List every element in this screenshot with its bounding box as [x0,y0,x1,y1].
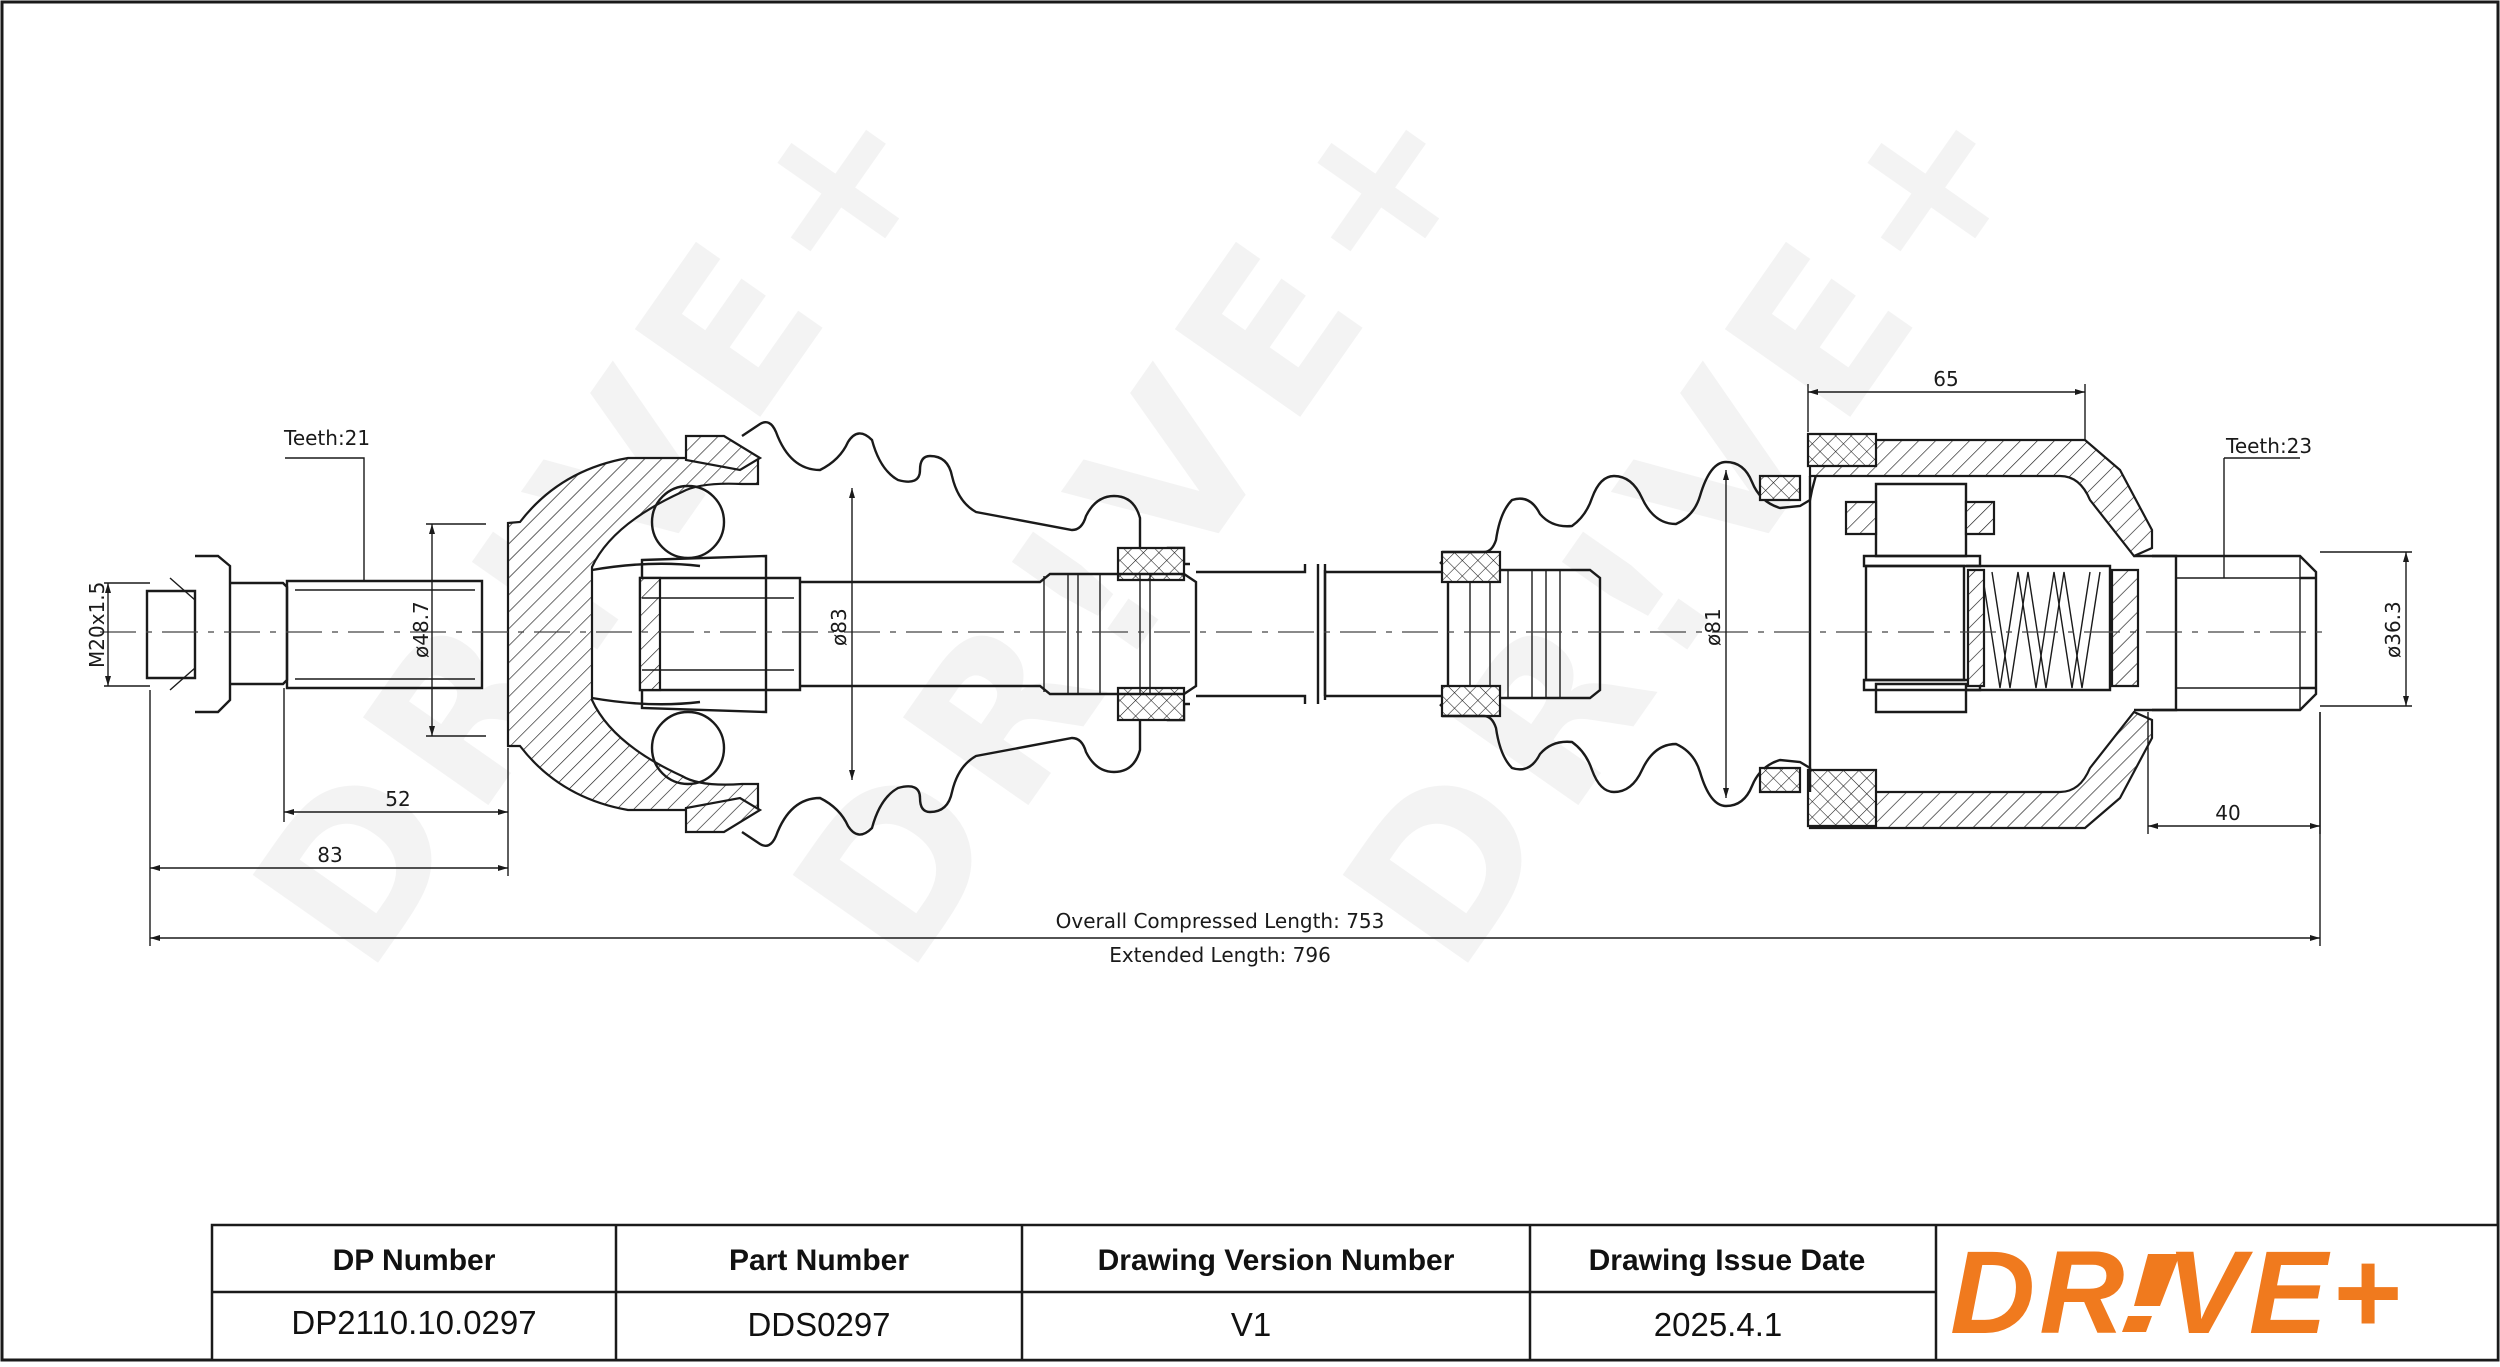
value-issue-date: 2025.4.1 [1654,1306,1782,1343]
dia-spline-right: ø36.3 [2381,601,2405,658]
svg-text:DR: DR [1950,1227,2128,1359]
outer-cv-joint [506,434,802,834]
dia-spline-left: ø48.7 [409,601,433,658]
title-block: DP Number Part Number Drawing Version Nu… [210,1223,2500,1362]
len-stub-right: 40 [2215,801,2240,825]
overall-compressed-length: Overall Compressed Length: 753 [1056,909,1385,933]
teeth-left-label: Teeth:21 [283,426,370,450]
svg-text:VE+: VE+ [2166,1227,2404,1359]
len-housing: 65 [1933,367,1958,391]
dimensions: Teeth:21 Teeth:23 M20x1.5 ø48.7 ø83 ø81 … [85,367,2412,967]
len-spline-left: 52 [385,787,410,811]
header-dp-number: DP Number [333,1244,496,1277]
extended-length: Extended Length: 796 [1109,943,1331,967]
dia-cv-outer: ø83 [827,608,851,646]
len-stub-left: 83 [317,843,342,867]
logo-exclaim [2122,1254,2180,1332]
inner-boot [1442,450,1848,818]
drive-shaft [800,550,1602,718]
value-drawing-version: V1 [1231,1306,1271,1343]
teeth-right-label: Teeth:23 [2225,434,2312,458]
header-part-number: Part Number [729,1244,909,1277]
outer-boot [741,421,1190,847]
inner-tripod-joint [1806,432,2318,830]
threaded-stub [145,554,484,714]
dia-tripod: ø81 [1701,608,1725,646]
value-dp-number: DP2110.10.0297 [291,1304,536,1341]
watermark: DR!VE+ DR!VE+ DR!VE+ [207,30,2084,1007]
value-part-number: DDS0297 [747,1306,890,1343]
header-drawing-version: Drawing Version Number [1098,1244,1455,1277]
thread-label: M20x1.5 [85,582,109,668]
drive-logo: DR VE+ [1950,1227,2404,1359]
header-issue-date: Drawing Issue Date [1589,1244,1866,1277]
